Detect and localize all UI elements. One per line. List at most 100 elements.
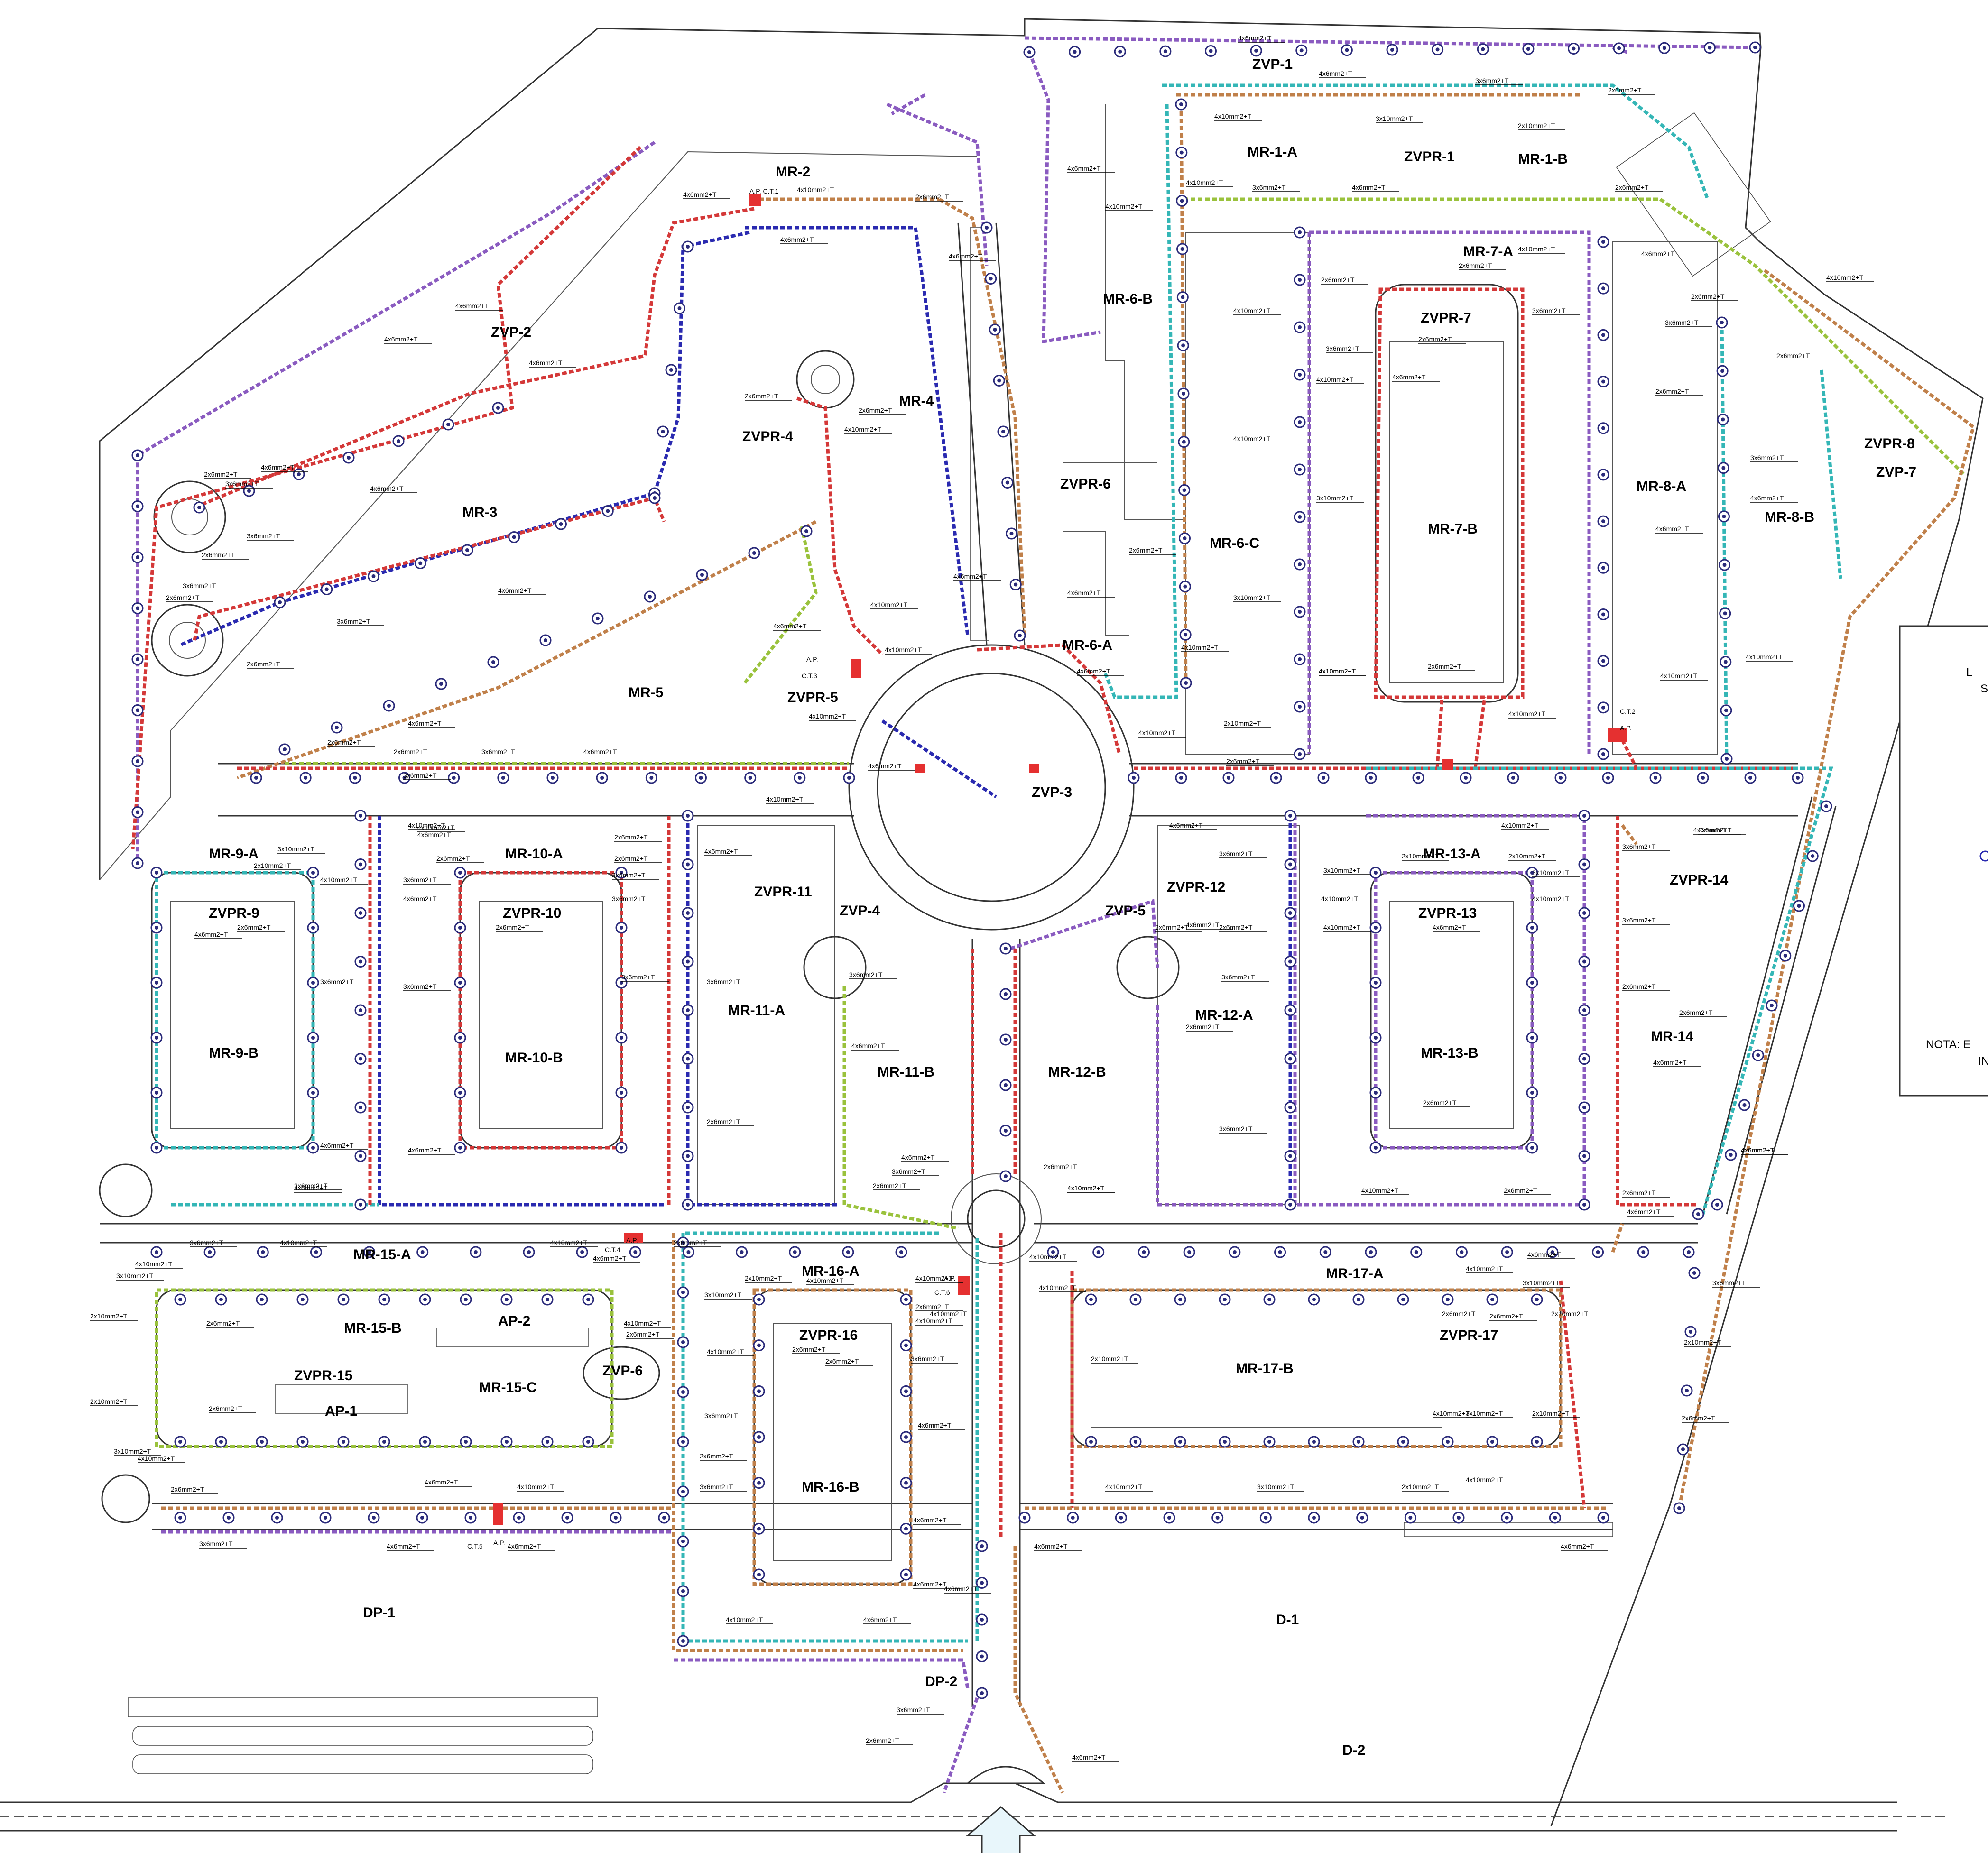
label-zvpr-16: ZVPR-16 — [799, 1328, 858, 1343]
label-dp-2: DP-2 — [925, 1674, 957, 1689]
label-mr-6-a: MR-6-A — [1063, 637, 1112, 653]
cable-label: 4x10mm2+T — [1067, 1184, 1105, 1192]
label-mr-10-b: MR-10-B — [505, 1050, 563, 1066]
cable-label: 2x6mm2+T — [1655, 387, 1689, 395]
luminaire-center — [446, 423, 450, 426]
cable-label: 4x6mm2+T — [1433, 923, 1466, 931]
luminaire-center — [155, 981, 158, 985]
label-zvp-3: ZVP-3 — [1032, 784, 1072, 800]
luminaire-center — [1725, 757, 1729, 761]
luminaire-center — [311, 981, 315, 985]
luminaire-center — [1027, 50, 1031, 54]
cable-label: 2x10mm2+T — [1402, 852, 1439, 860]
cable-label: 2x6mm2+T — [436, 855, 470, 862]
luminaire-center — [136, 453, 139, 457]
luminaire-center — [1183, 536, 1187, 540]
label-mr-4: MR-4 — [899, 393, 934, 409]
luminaire-center — [793, 1250, 797, 1254]
luminaire-center — [904, 1481, 908, 1485]
label-ap-2: AP-2 — [498, 1313, 530, 1329]
luminaire-center — [1723, 611, 1727, 616]
cable-label: 2x10mm2+T — [254, 862, 291, 869]
luminaire-center — [1184, 681, 1188, 685]
cable-label: 4x6mm2+T — [1067, 165, 1101, 172]
side-panel-s: S — [1980, 682, 1988, 695]
southern-road — [100, 1223, 1698, 1244]
label-mr-9-b: MR-9-B — [209, 1045, 259, 1061]
luminaire-center — [1601, 379, 1605, 384]
luminaire-center — [1298, 278, 1302, 282]
luminaire-center — [311, 1091, 315, 1095]
luminaire-center — [1274, 776, 1278, 780]
luminaire-center — [458, 926, 462, 930]
site-boundary — [99, 18, 1984, 1826]
luminaire-center — [1446, 1440, 1450, 1444]
luminaire-center — [458, 1146, 462, 1150]
luminaire-center — [1183, 584, 1187, 589]
luminaire-center — [465, 548, 469, 552]
cable-label: 2x6mm2+T — [1321, 276, 1355, 284]
luminaire-center — [382, 1298, 386, 1301]
cable-label: 2x6mm2+T — [1691, 293, 1725, 300]
cable-label: 3x6mm2+T — [337, 618, 370, 625]
luminaire-center — [1023, 1516, 1026, 1520]
cable-label: 4x10mm2+T — [1518, 245, 1555, 253]
luminaire-center — [439, 682, 443, 686]
cable-label: 3x10mm2+T — [1233, 594, 1271, 601]
cable-label: 4x10mm2+T — [1323, 923, 1361, 931]
label-mr-16-a: MR-16-A — [802, 1263, 860, 1279]
luminaire-center — [546, 1298, 549, 1301]
cable-label: 4x10mm2+T — [806, 1277, 844, 1284]
luminaire-center — [1167, 1516, 1171, 1520]
cable-label: 4x10mm2+T — [870, 601, 908, 608]
luminaire-center — [155, 1091, 158, 1095]
cable-label: 3x6mm2+T — [183, 582, 216, 590]
cable-label: 2x6mm2+T — [707, 1118, 740, 1125]
luminaire-center — [136, 555, 139, 559]
luminaire-center — [452, 776, 456, 780]
block-mr10-inner — [479, 901, 603, 1129]
luminaire-center — [1505, 1516, 1509, 1520]
luminaire-center — [359, 1008, 362, 1012]
label-mr-5: MR-5 — [629, 685, 663, 701]
cable-label: 4x6mm2+T — [1186, 921, 1220, 929]
luminaire-center — [1721, 466, 1726, 470]
cable-label: 3x10mm2+T — [1257, 1483, 1295, 1491]
label-mr-8-b: MR-8-B — [1765, 509, 1814, 525]
luminaire-center — [980, 1544, 984, 1548]
luminaire-center — [512, 535, 516, 539]
cable-label: 4x6mm2+T — [1169, 821, 1203, 829]
cable-label: 4x10mm2+T — [1233, 435, 1271, 443]
cable-label: 2x6mm2+T — [1129, 546, 1163, 554]
luminaire-center — [1601, 426, 1605, 430]
cable-label: 4x10mm2+T — [1660, 672, 1698, 680]
luminaire-center — [1357, 1298, 1360, 1301]
luminaire-center — [501, 776, 505, 780]
luminaire-center — [496, 406, 500, 410]
luminaire-center — [686, 1106, 690, 1109]
luminaire-center — [1511, 776, 1515, 780]
cable-label: 4x6mm2+T — [1641, 250, 1675, 258]
luminaire-center — [1460, 1250, 1464, 1254]
luminaire-center — [155, 926, 158, 930]
luminaire-center — [1288, 1106, 1292, 1109]
luminaire-center — [1457, 1516, 1461, 1520]
label-ct3: C.T.3 — [802, 672, 817, 680]
luminaire-center — [606, 509, 610, 513]
cable-label: 2x6mm2+T — [209, 1405, 242, 1412]
luminaire-center — [1187, 1250, 1192, 1254]
cable-label: 4x6mm2+T — [1653, 1059, 1687, 1066]
luminaire-center — [681, 1490, 685, 1493]
cable-label: 4x6mm2+T — [913, 1516, 947, 1524]
luminaire-center — [1582, 911, 1586, 915]
luminaire-center — [301, 1298, 305, 1301]
luminaire-center — [1182, 488, 1186, 492]
luminaire-center — [614, 1516, 618, 1520]
cable-label: 2x10mm2+T — [1091, 1355, 1128, 1363]
luminaire-center — [1182, 440, 1186, 444]
luminaire-center — [1783, 954, 1787, 958]
luminaire-center — [178, 1298, 182, 1301]
luminaire-center — [1490, 1440, 1494, 1444]
luminaire-center — [208, 1250, 212, 1254]
luminaire-center — [1722, 563, 1727, 567]
